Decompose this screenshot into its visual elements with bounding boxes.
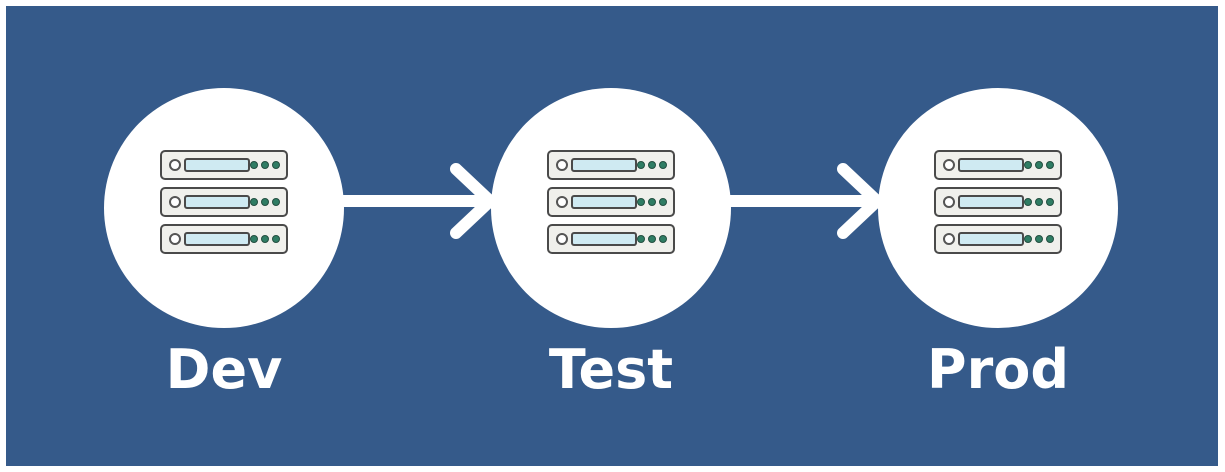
test-stage-label: Test bbox=[548, 338, 674, 401]
arrow-right-icon bbox=[340, 163, 496, 239]
server-unit bbox=[934, 150, 1062, 180]
server-rack-icon bbox=[934, 150, 1062, 254]
test-stage-circle bbox=[491, 88, 731, 328]
prod-stage-circle bbox=[878, 88, 1118, 328]
server-unit bbox=[160, 150, 288, 180]
server-unit bbox=[160, 187, 288, 217]
server-unit bbox=[547, 150, 675, 180]
arrow-right-icon bbox=[727, 163, 883, 239]
server-unit bbox=[547, 224, 675, 254]
server-rack-icon bbox=[160, 150, 288, 254]
server-unit bbox=[547, 187, 675, 217]
dev-stage-label: Dev bbox=[165, 338, 283, 401]
prod-stage-label: Prod bbox=[927, 338, 1069, 401]
server-unit bbox=[934, 224, 1062, 254]
server-rack-icon bbox=[547, 150, 675, 254]
server-unit bbox=[934, 187, 1062, 217]
pipeline-diagram: Dev Test Prod bbox=[6, 6, 1218, 466]
server-unit bbox=[160, 224, 288, 254]
dev-stage-circle bbox=[104, 88, 344, 328]
